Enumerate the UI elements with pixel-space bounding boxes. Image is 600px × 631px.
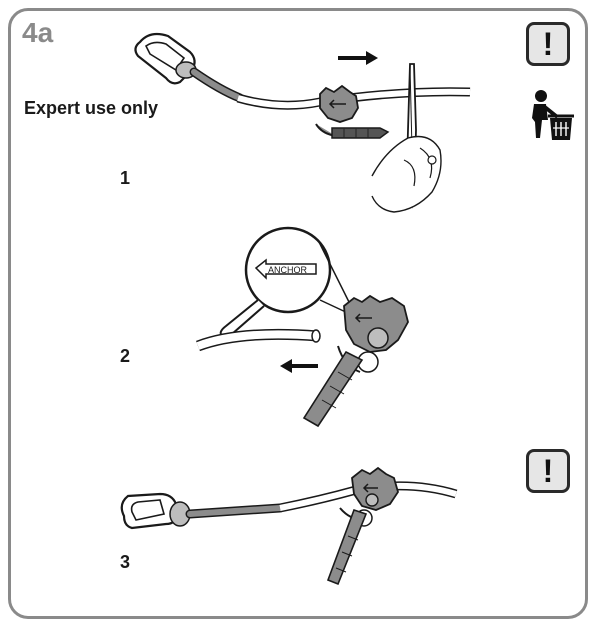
arrow-left-icon [280, 359, 318, 373]
anchor-label: ANCHOR [254, 258, 317, 280]
warning-symbol: ! [542, 26, 554, 62]
expert-note: Expert use only [24, 98, 159, 118]
arrow-right-icon [338, 51, 378, 65]
warning-icon: ! [526, 449, 570, 493]
scene-3 [120, 466, 458, 586]
magnifier-icon [219, 226, 351, 339]
carabiner [134, 32, 197, 85]
scene-2: ANCHOR [196, 226, 409, 428]
substep-label-2: 2 [120, 346, 131, 366]
substep-label-1: 1 [120, 168, 131, 188]
step-number: 4a [22, 17, 54, 48]
dispose-trash-icon [532, 90, 574, 140]
warning-symbol: ! [542, 453, 554, 489]
scene-1 [134, 32, 471, 213]
anchor-text: ANCHOR [268, 265, 308, 275]
substep-label-3: 3 [120, 552, 131, 572]
warning-icon: ! [526, 22, 570, 66]
device [315, 84, 390, 139]
hand-knife [371, 63, 442, 213]
device [302, 294, 409, 428]
panel-frame [8, 8, 588, 619]
device [326, 466, 399, 586]
carabiner [120, 492, 191, 530]
